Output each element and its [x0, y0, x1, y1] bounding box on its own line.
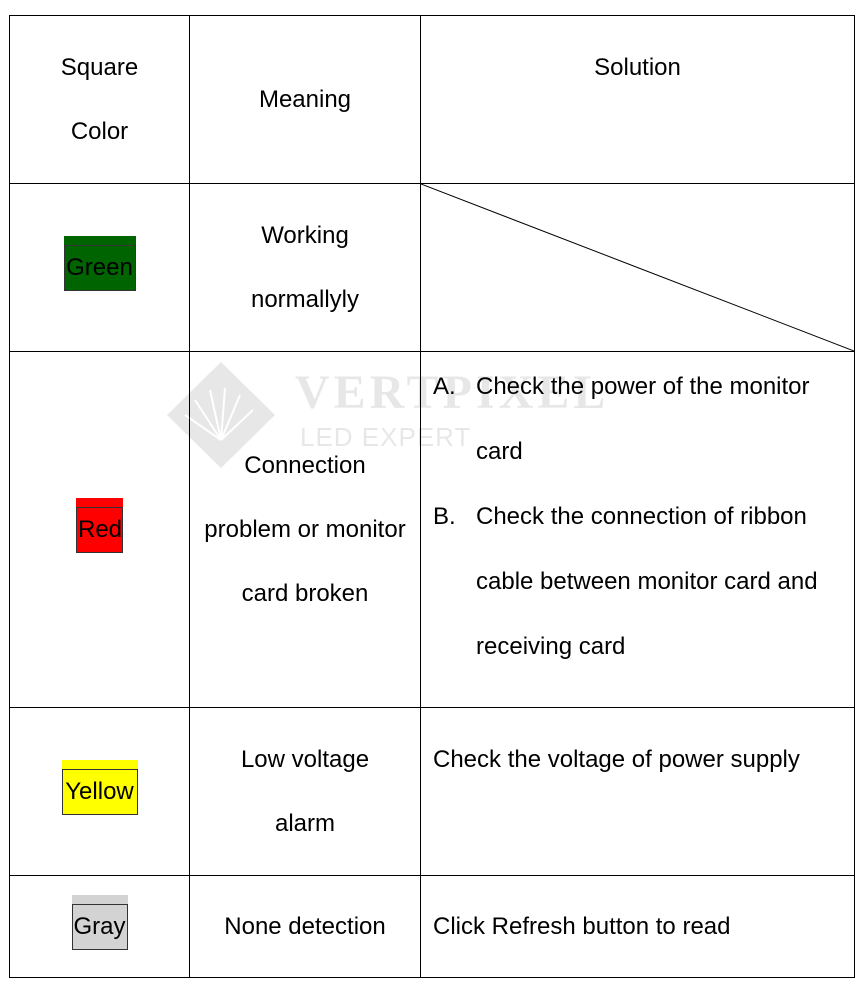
- solution-item-b-line3: receiving card: [476, 633, 626, 660]
- color-cell-yellow: Yellow: [9, 707, 190, 876]
- solution-cell-gray: Click Refresh button to read: [420, 875, 855, 978]
- color-cell-green: Green: [9, 183, 190, 352]
- header-solution-label: Solution: [594, 54, 681, 81]
- status-color-table-container: Square Color Meaning Solution Green: [9, 15, 855, 980]
- solution-item-b-text: Check the connection of ribbon cable bet…: [476, 484, 848, 679]
- meaning-red-line2: problem or monitor: [204, 515, 406, 543]
- meaning-green-line2: normallyly: [250, 285, 360, 313]
- solution-cell-green-empty: [420, 183, 855, 352]
- table-row-green: Green Working normallyly: [9, 183, 855, 352]
- green-swatch: Green: [63, 235, 136, 291]
- solution-item-b: B. Check the connection of ribbon cable …: [433, 484, 848, 679]
- color-cell-gray: Gray: [9, 875, 190, 978]
- solution-item-a-line2: card: [476, 438, 523, 465]
- red-swatch: Red: [76, 497, 123, 553]
- solution-item-b-letter: B.: [433, 503, 456, 530]
- solution-item-a: A. Check the power of the monitor card: [433, 354, 848, 484]
- solution-list-red: A. Check the power of the monitor card B…: [421, 352, 854, 679]
- yellow-swatch: Yellow: [61, 759, 138, 815]
- solution-cell-red: A. Check the power of the monitor card B…: [420, 351, 855, 708]
- meaning-yellow-line2: alarm: [274, 809, 335, 837]
- meaning-yellow-line1: Low voltage: [240, 745, 370, 773]
- solution-gray-text: Click Refresh button to read: [433, 912, 731, 940]
- table-header-row: Square Color Meaning Solution: [9, 15, 855, 184]
- header-meaning-label: Meaning: [258, 85, 352, 113]
- meaning-green-line1: Working: [261, 221, 349, 249]
- meaning-gray-line1: None detection: [224, 912, 386, 940]
- gray-swatch: Gray: [71, 894, 128, 950]
- solution-item-a-line1: Check the power of the monitor: [476, 373, 810, 400]
- status-color-table: Square Color Meaning Solution Green: [9, 15, 855, 978]
- meaning-cell-green: Working normallyly: [189, 183, 421, 352]
- header-square-color-line2: Color: [70, 118, 129, 145]
- table-row-red: Red Connection problem or monitor card b…: [9, 351, 855, 708]
- meaning-cell-gray: None detection: [189, 875, 421, 978]
- meaning-cell-yellow: Low voltage alarm: [189, 707, 421, 876]
- header-meaning: Meaning: [189, 15, 421, 184]
- color-cell-red: Red: [9, 351, 190, 708]
- header-square-color: Square Color: [9, 15, 190, 184]
- solution-cell-yellow: Check the voltage of power supply: [420, 707, 855, 876]
- diagonal-slash-line: [421, 184, 854, 351]
- solution-item-b-line2: cable between monitor card and: [476, 568, 818, 595]
- solution-item-a-text: Check the power of the monitor card: [476, 354, 848, 484]
- meaning-cell-red: Connection problem or monitor card broke…: [189, 351, 421, 708]
- header-solution: Solution: [420, 15, 855, 184]
- solution-item-a-letter: A.: [433, 373, 456, 400]
- meaning-red-line3: card broken: [241, 579, 369, 607]
- table-row-yellow: Yellow Low voltage alarm Check the volta…: [9, 707, 855, 876]
- header-square-color-line1: Square: [60, 54, 139, 81]
- table-row-gray: Gray None detection Click Refresh button…: [9, 875, 855, 978]
- meaning-red-line1: Connection: [244, 451, 366, 479]
- solution-yellow-text: Check the voltage of power supply: [433, 746, 800, 773]
- solution-item-b-line1: Check the connection of ribbon: [476, 503, 807, 530]
